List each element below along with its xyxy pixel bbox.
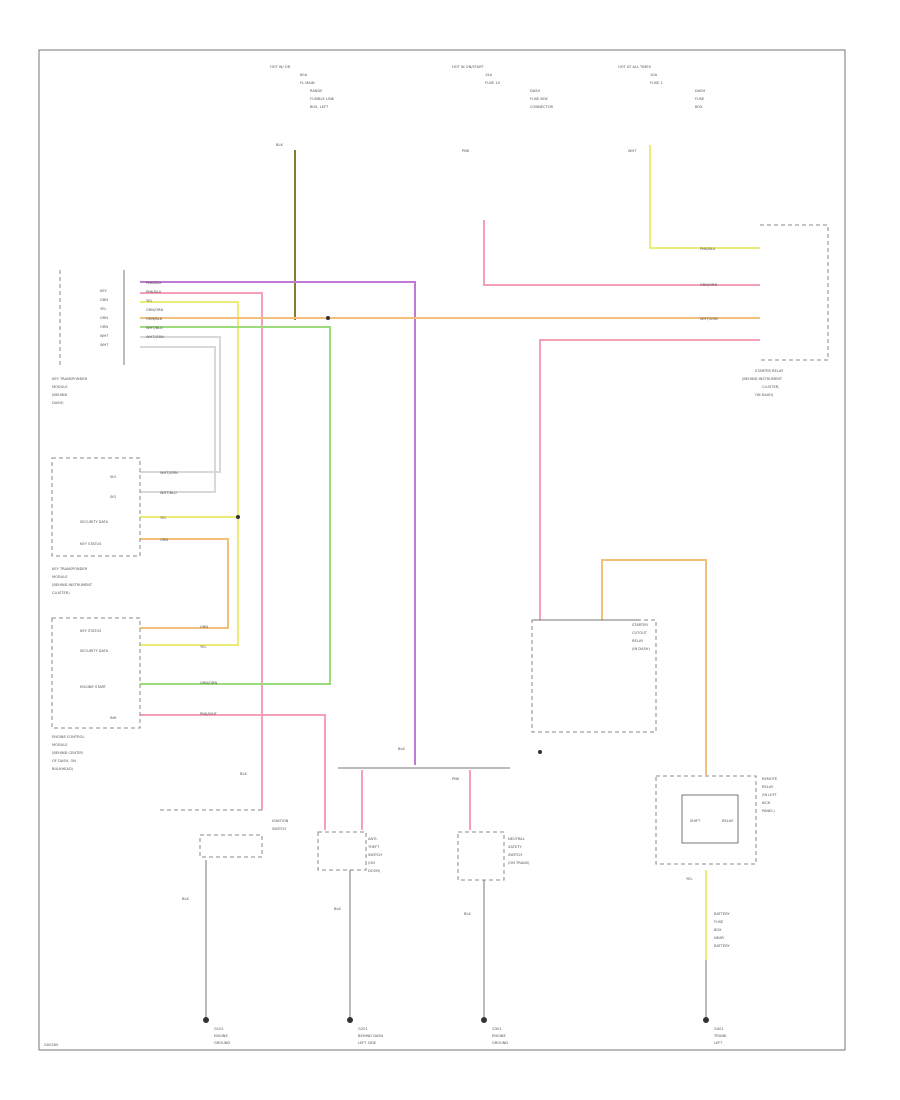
diagram-frame	[38, 49, 846, 1051]
relay-wire-labels: PNK/BLU GRN/ORN WHT/GRN	[700, 247, 718, 321]
ignition-switch-label: IGNITION SWITCH	[272, 819, 290, 831]
wire-tag: BLK	[182, 897, 189, 901]
wire-tag: PNK	[452, 777, 460, 781]
mid-pin-labels: WHT/GRN WHT/BLU YEL ORN	[160, 471, 179, 542]
ecm-pin-labels: ORN YEL GRN/ORN PNK/WHT	[200, 625, 218, 716]
wire-yellow-right	[649, 145, 760, 249]
key-transponder-2-label: KEY TRANSPONDER MODULE (BEHIND INSTRUMEN…	[52, 567, 93, 595]
anti-theft-box	[317, 831, 367, 871]
wire-yellow	[140, 301, 239, 646]
wire-tag: BLK	[276, 143, 283, 147]
battery-fuse-label: BATTERY FUSE BOX NEAR BATTERY	[714, 912, 731, 948]
wire-tag: WHT	[628, 149, 637, 153]
page-id: G00285	[44, 1043, 58, 1047]
starter-relay-label: STARTER RELAY (BEHIND INSTRUMENT CLUSTER…	[742, 369, 784, 397]
fuse-left-label: HOT W/ OR 60A FL MAIN RANGE FUSIBLE LINK…	[270, 65, 335, 109]
ground-icon	[703, 1017, 709, 1023]
wire-pink-left	[140, 292, 263, 810]
ground-2-label: G201 BEHIND DASH LEFT SIDE	[358, 1027, 384, 1045]
wire-orange-right	[601, 559, 707, 775]
wire-tag: BLK	[334, 907, 341, 911]
wire-tag: PNK	[462, 149, 470, 153]
shift-relay-box	[681, 794, 739, 844]
wire-green	[140, 326, 331, 685]
starter-relay-box	[760, 224, 829, 361]
remote-relay-box	[655, 775, 757, 865]
ground-4-label: G401 TRUNK LEFT	[713, 1027, 728, 1045]
splice-icon	[538, 750, 542, 754]
labels: HOT W/ OR 60A FL MAIN RANGE FUSIBLE LINK…	[44, 65, 784, 1047]
ground-1-label: G101 ENGINE GROUND	[214, 1027, 230, 1045]
wire-tag: YEL	[686, 877, 692, 881]
structure	[51, 224, 829, 1018]
starter-cutout-box	[531, 619, 657, 733]
splice-icon	[236, 515, 240, 519]
wire-tag: BLK	[398, 747, 405, 751]
mid-module-box	[51, 457, 141, 557]
ground-3-label: G301 ENGINE GROUND	[492, 1027, 508, 1045]
neutral-switch-label: NEUTRAL SAFETY SWITCH (ON TRANS)	[508, 837, 530, 865]
ground-symbols	[203, 316, 709, 1023]
fuse-right-label: HOT AT ALL TIMES 10A FUSE 1 DASH FUSE BO…	[618, 65, 706, 109]
starter-cutout-label: STARTER CUTOUT RELAY (IN DASH)	[632, 623, 650, 651]
wire-tag: BLK	[240, 772, 247, 776]
splice-icon	[326, 316, 330, 320]
anti-theft-label: ANTI- THEFT SWITCH (ON DOOR)	[367, 837, 383, 873]
ecm-box	[51, 617, 141, 729]
wire-tag: BLK	[464, 912, 471, 916]
ecm-side-labels: KEY STATUS SECURITY DATA ENGINE START IN…	[80, 629, 117, 720]
ground-icon	[481, 1017, 487, 1023]
shift-relay-label: SHIFT RELAY	[690, 819, 734, 823]
wire-pink-ecm	[140, 714, 326, 830]
ecm-label: ENGINE CONTROL MODULE (BEHIND CENTER OF …	[52, 735, 86, 771]
wire-grey-1	[140, 336, 221, 473]
ground-icon	[203, 1017, 209, 1023]
top-pin-labels: PNK/BLU PNK/BLU YEL GRN/ORN ORN/BLK WHT/…	[146, 281, 164, 339]
wire-grey-2	[140, 346, 216, 493]
neutral-switch-box	[457, 831, 505, 881]
wire-pink-middle	[483, 220, 760, 286]
wire-orange-2	[140, 538, 229, 629]
ignition-switch-box	[199, 834, 263, 858]
wires	[140, 145, 760, 960]
top-side-labels: KEY GRN YEL GRN ORN WHT WHT	[100, 289, 110, 347]
remote-relay-label: REMOTE RELAY (IN LEFT KICK PANEL)	[762, 777, 778, 813]
ground-icon	[347, 1017, 353, 1023]
wire-pink-right	[539, 339, 760, 620]
mid-side-labels: SIG SIG SECURITY DATA KEY STATUS	[80, 475, 117, 546]
wire-violet	[140, 281, 416, 765]
fuse-middle-label: HOT IN ON/START 15A FUSE 10 DASH FUSE BO…	[452, 65, 554, 109]
key-transponder-label: KEY TRANSPONDER MODULE (BEHIND DASH)	[52, 377, 88, 405]
